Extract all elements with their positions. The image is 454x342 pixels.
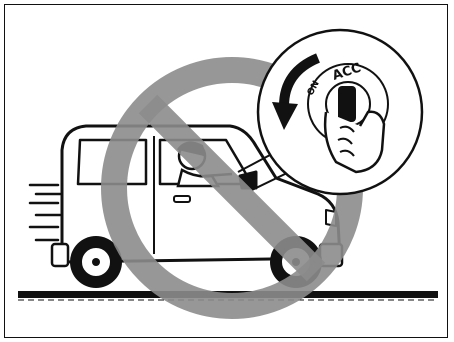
ignition-callout: ACC ON <box>258 30 422 194</box>
key-icon <box>338 86 356 122</box>
motion-lines <box>30 185 60 240</box>
